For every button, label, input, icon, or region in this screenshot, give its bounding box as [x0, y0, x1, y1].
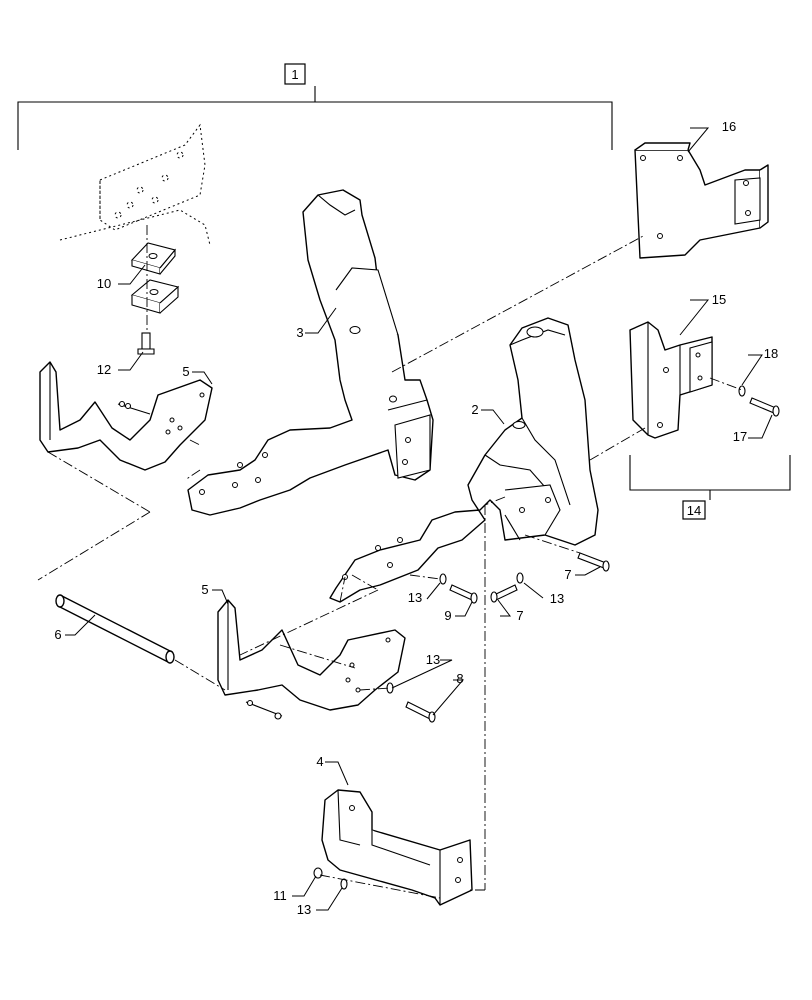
callout-7-b: 7 [564, 567, 571, 582]
part-8-bolt [405, 701, 436, 723]
callout-13-b: 13 [550, 591, 564, 606]
callout-13-c: 13 [426, 652, 440, 667]
callout-13-a: 13 [408, 590, 422, 605]
callout-9: 9 [444, 608, 451, 623]
part-5-link-upper [39, 361, 213, 471]
part-18-washer [738, 385, 746, 397]
callout-2: 2 [471, 402, 478, 417]
part-6-pin [55, 594, 175, 664]
callout-6: 6 [54, 627, 61, 642]
callout-5-upper: 5 [182, 364, 189, 379]
callout-18: 18 [764, 346, 778, 361]
part-5-link-lower [217, 599, 406, 720]
callout-11: 11 [273, 888, 287, 903]
callout-15: 15 [712, 292, 726, 307]
callout-1: 1 [291, 67, 298, 82]
assembly-14-bracket: 14 [629, 455, 791, 520]
part-13-washer-a [439, 573, 447, 585]
callout-14: 14 [687, 503, 701, 518]
callout-leaders [65, 127, 773, 911]
part-10-spacer [130, 225, 180, 335]
part-15-bracket [629, 321, 713, 439]
part-9-bolt [449, 584, 478, 604]
callout-17: 17 [733, 429, 747, 444]
assembly-center-lines [37, 234, 743, 899]
part-7-bolt-b [577, 552, 610, 572]
part-7-bolt-a [490, 584, 518, 603]
part-3-frame [187, 189, 434, 516]
callout-4: 4 [316, 754, 323, 769]
part-2-frame [329, 317, 599, 603]
part-11-nut [313, 867, 323, 879]
callout-3: 3 [296, 325, 303, 340]
callout-labels: 16 15 18 17 10 12 3 5 2 5 6 13 9 7 13 7 … [54, 119, 778, 917]
callout-8: 8 [456, 671, 463, 686]
part-17-bolt [749, 397, 780, 417]
part-16-bracket [634, 142, 769, 259]
callout-13-d: 13 [297, 902, 311, 917]
part-13-washer-d [340, 878, 348, 890]
callout-5-lower: 5 [201, 582, 208, 597]
callout-16: 16 [722, 119, 736, 134]
part-12-bolt [137, 332, 155, 355]
assembly-1-bracket: 1 [17, 63, 613, 150]
callout-7-a: 7 [516, 608, 523, 623]
part-13-washer-b [516, 572, 524, 584]
tractor-frame-outline [59, 123, 211, 246]
callout-12: 12 [97, 362, 111, 377]
callout-10: 10 [97, 276, 111, 291]
